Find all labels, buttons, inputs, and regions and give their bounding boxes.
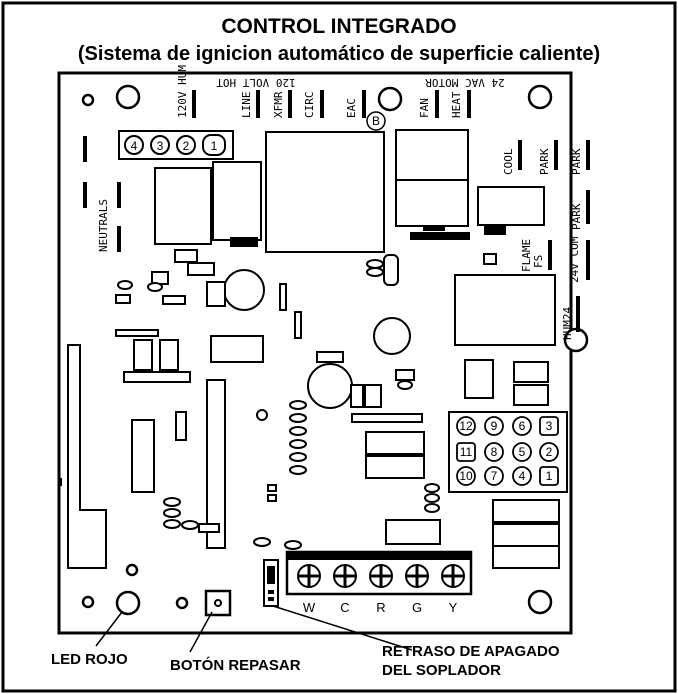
- red-led: [115, 590, 141, 616]
- right-spade-terminals: [518, 140, 590, 332]
- four-pin-labels: 4 3 2 1: [131, 139, 218, 153]
- page-subtitle: (Sistema de ignicion automático de super…: [78, 43, 600, 65]
- label-flame: FLAME: [520, 239, 533, 272]
- connector-pin-3: 3: [157, 139, 164, 153]
- connector-pin-2: 2: [183, 139, 190, 153]
- right-terminal-labels: COOL PARK PARK PARK FLAME FS 24V COM HUM…: [502, 148, 583, 340]
- resistor-chains: [117, 280, 440, 550]
- label-24v-com: 24V COM: [568, 236, 581, 283]
- plug-pin-6: 6: [519, 419, 526, 433]
- terminal-r: R: [376, 600, 385, 615]
- b-marker-circle: [366, 111, 386, 131]
- relays: [154, 129, 556, 346]
- plug-pin-8: 8: [491, 445, 498, 459]
- mounting-holes: [81, 84, 589, 615]
- plug-pin-1: 1: [546, 469, 553, 483]
- callout-blower-delay-line2: DEL SOPLADOR: [382, 662, 501, 679]
- plug-pin-12: 12: [459, 419, 473, 433]
- plug-pin-11: 11: [460, 445, 473, 459]
- plug-pin-7: 7: [491, 469, 498, 483]
- label-neutrals: NEUTRALS: [97, 199, 110, 252]
- top-terminal-labels: 120V HUM LINE XFMR CIRC EAC FAN HEAT: [176, 65, 463, 118]
- label-park-3: PARK: [570, 203, 583, 230]
- plug-pin-5: 5: [519, 445, 526, 459]
- plug-pin-2: 2: [546, 445, 553, 459]
- blower-delay-jumper: [263, 559, 279, 607]
- label-line: LINE: [240, 92, 253, 119]
- small-components: [115, 249, 560, 569]
- plug-pin-10: 10: [459, 469, 473, 483]
- terminal-labels: W C R G Y: [303, 600, 458, 615]
- label-hum24: HUM24: [561, 307, 574, 340]
- label-park-2: PARK: [570, 148, 583, 175]
- plug-pin-9: 9: [491, 419, 498, 433]
- label-24-vac-motor: 24 VAC MOTOR: [425, 76, 505, 89]
- callout-blower-delay-line1: RETRASO DE APAGADO: [382, 643, 560, 660]
- label-park-1: PARK: [538, 148, 551, 175]
- label-eac: EAC: [345, 98, 358, 118]
- label-fan: FAN: [418, 98, 431, 118]
- plug-pin-3: 3: [546, 419, 553, 433]
- neutral-terminals: NEUTRALS: [83, 136, 121, 252]
- plug-pin-4: 4: [519, 469, 526, 483]
- leader-lines: [95, 605, 413, 653]
- label-heat: HEAT: [450, 91, 463, 118]
- label-120v-hum: 120V HUM: [176, 65, 189, 118]
- terminal-g: G: [412, 600, 422, 615]
- page-title: CONTROL INTEGRADO: [221, 15, 456, 38]
- four-pin-connector: [118, 130, 234, 160]
- connector-pin-4: 4: [131, 139, 138, 153]
- callout-red-led: LED ROJO: [51, 651, 128, 668]
- relay-tabs: [230, 225, 506, 247]
- label-xfmr: XFMR: [272, 91, 285, 118]
- plug-pins: 12 9 6 3 11 8 5 2 10 7 4 1: [456, 416, 559, 486]
- connector-pin-1: 1: [211, 139, 218, 153]
- terminal-y: Y: [449, 600, 458, 615]
- label-120-volt-hot: 120 VOLT HOT: [216, 76, 296, 89]
- top-silkscreen: 120 VOLT HOT 24 VAC MOTOR: [216, 76, 505, 89]
- label-circ: CIRC: [303, 92, 316, 119]
- callout-reset-button: BOTÓN REPASAR: [170, 656, 301, 674]
- terminal-c: C: [340, 600, 349, 615]
- label-cool: COOL: [502, 148, 515, 175]
- thermostat-terminal-block: [285, 550, 473, 596]
- terminal-w: W: [303, 600, 316, 615]
- top-spade-terminals: [192, 90, 471, 118]
- left-strip-component: [58, 344, 107, 569]
- b-marker-label: B: [372, 114, 380, 128]
- label-fs: FS: [532, 255, 545, 268]
- reset-button: [204, 589, 232, 617]
